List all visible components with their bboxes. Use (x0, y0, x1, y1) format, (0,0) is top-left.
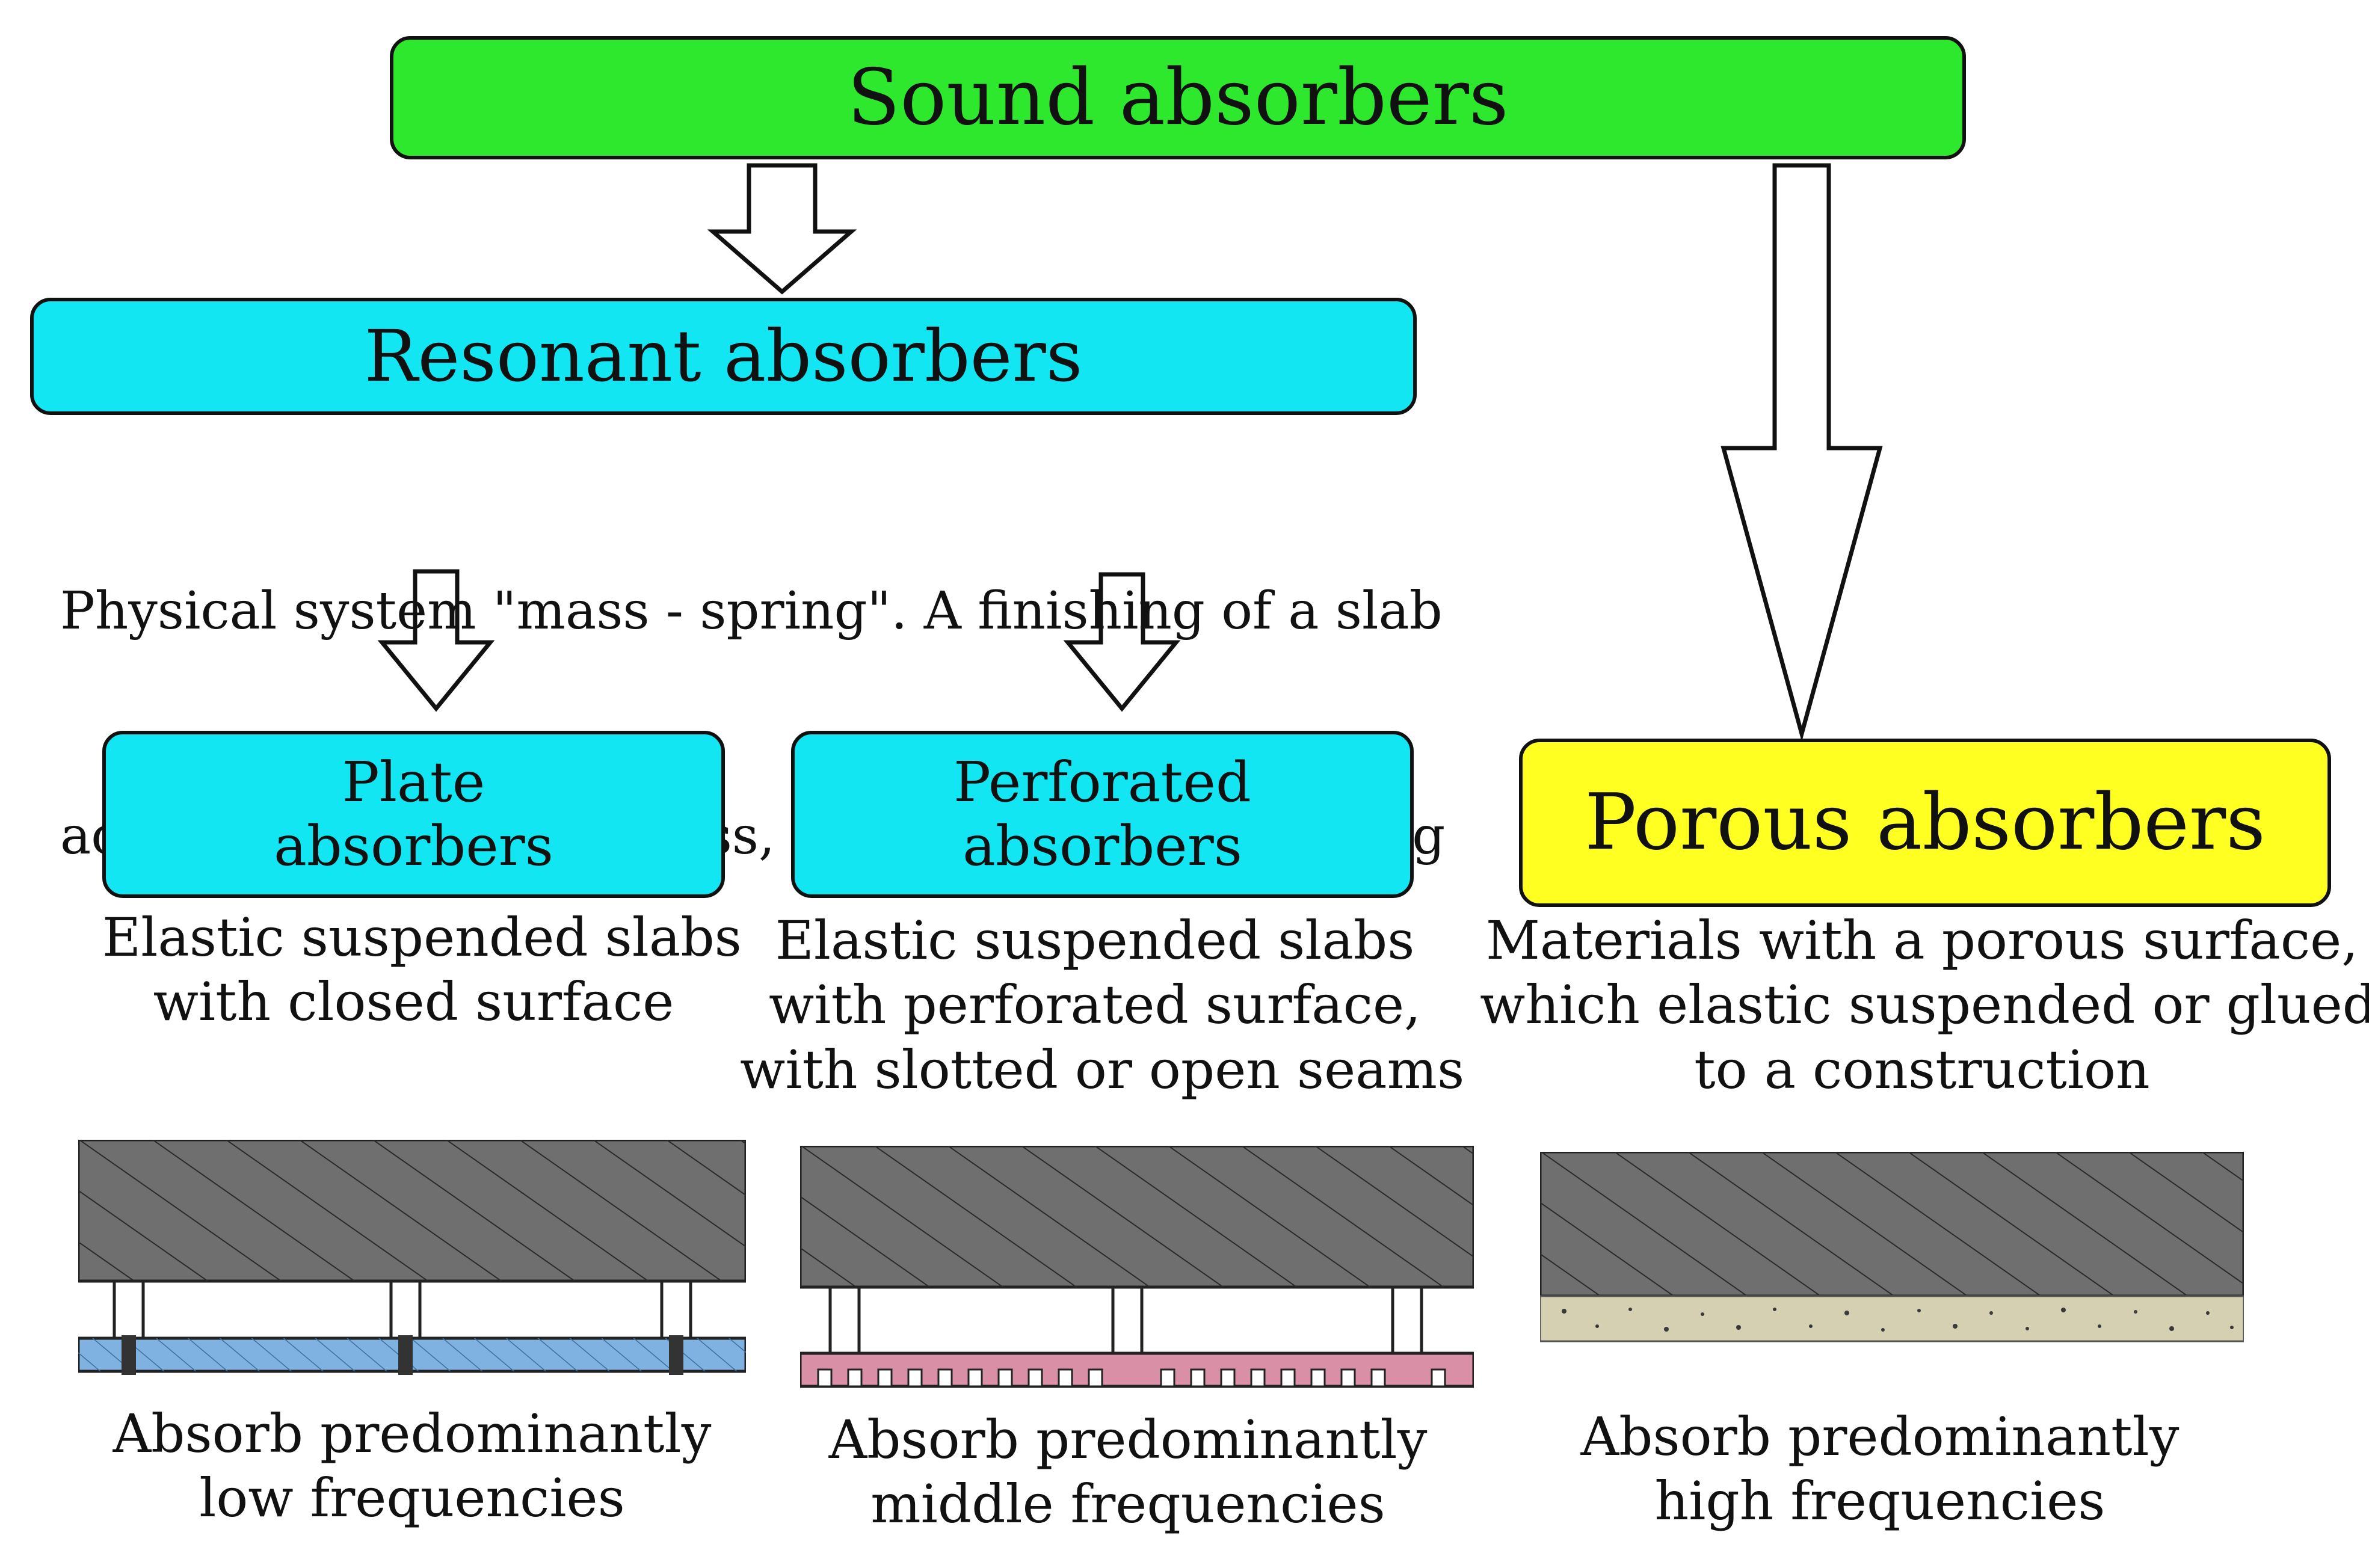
node-sound-absorbers: Sound absorbers (390, 36, 1966, 159)
porous-description-line: to a construction (1694, 1038, 2150, 1101)
hanger (112, 1279, 145, 1340)
node-perforated-absorbers-label: Perforated (953, 750, 1251, 815)
plate-description-line: Elastic suspended slabs (102, 906, 742, 968)
porous-layer (1540, 1295, 2244, 1342)
plate-description-line: with closed surface (153, 971, 674, 1033)
perforated-description-line: with perforated surface, (768, 974, 1422, 1036)
arrow-resonant-to-perforated (1063, 572, 1181, 712)
porous-description-line: Materials with a porous surface, (1485, 909, 2359, 971)
hanger (389, 1279, 422, 1340)
node-porous-absorbers-label: Porous absorbers (1585, 778, 2266, 868)
plate-absorber-illustration (78, 1140, 746, 1375)
resonant-description-line: Physical system "mass - spring". A finis… (60, 581, 1443, 642)
perforated-result-line: middle frequencies (870, 1473, 1385, 1536)
perforated-result-line: Absorb predominantly (828, 1409, 1428, 1471)
porous-result-line: high frequencies (1654, 1470, 2106, 1533)
node-sound-absorbers-label: Sound absorbers (847, 52, 1509, 143)
porous-absorber-illustration (1540, 1152, 2244, 1342)
node-porous-absorbers: Porous absorbers (1519, 739, 2331, 907)
porous-description: Materials with a porous surface, which e… (1480, 908, 2369, 1102)
plate-description: Elastic suspended slabs with closed surf… (102, 905, 742, 1035)
perforated-result: Absorb predominantly middle frequencies (788, 1407, 1468, 1537)
porous-result: Absorb predominantly high frequencies (1540, 1404, 2220, 1534)
arrow-root-to-porous (1721, 163, 1883, 742)
porous-description-line: which elastic suspended or glued (1480, 974, 2369, 1036)
node-perforated-absorbers-label: absorbers (963, 814, 1242, 878)
perforated-description-line: Elastic suspended slabs (775, 909, 1415, 971)
porous-result-line: Absorb predominantly (1580, 1406, 2180, 1468)
node-resonant-absorbers-label: Resonant absorbers (364, 314, 1083, 398)
arrow-resonant-to-plate (377, 569, 495, 712)
perforated-description-line: with slotted or open seams (740, 1038, 1465, 1101)
node-plate-absorbers-label: absorbers (274, 814, 553, 878)
plate-result-line: low frequencies (199, 1467, 625, 1530)
hanger (1391, 1285, 1423, 1355)
hanger (1111, 1285, 1144, 1355)
node-plate-absorbers-label: Plate (342, 750, 485, 815)
perforated-description: Elastic suspended slabs with perforated … (740, 908, 1465, 1102)
perforated-absorber-illustration (800, 1146, 1474, 1388)
node-perforated-absorbers: Perforated absorbers (791, 731, 1414, 898)
plate-result-line: Absorb predominantly (112, 1403, 712, 1465)
node-plate-absorbers: Plate absorbers (102, 731, 725, 898)
hanger (660, 1279, 692, 1340)
node-resonant-absorbers: Resonant absorbers (30, 298, 1417, 415)
hanger (828, 1285, 861, 1355)
plate-result: Absorb predominantly low frequencies (72, 1401, 752, 1531)
arrow-root-to-resonant (707, 163, 857, 295)
